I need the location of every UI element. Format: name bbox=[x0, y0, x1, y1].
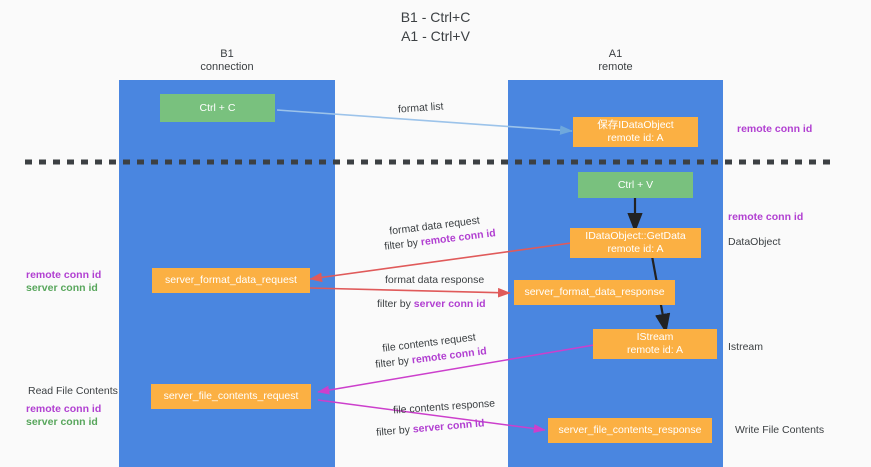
annotation-remote-conn-id-top: remote conn id bbox=[737, 123, 813, 135]
node-idataobject[interactable]: 保存IDataObject remote id: A bbox=[573, 117, 698, 147]
node-server-file-contents-request[interactable]: server_file_contents_request bbox=[151, 384, 311, 409]
annotation-write-file-contents: Write File Contents bbox=[735, 424, 825, 436]
node-server-format-data-response[interactable]: server_format_data_response bbox=[514, 280, 675, 305]
diagram-title: B1 - Ctrl+C A1 - Ctrl+V bbox=[400, 9, 471, 44]
node-server-file-contents-response[interactable]: server_file_contents_response bbox=[548, 418, 712, 443]
edge-format-data-response bbox=[309, 287, 511, 298]
edge-format-data-request bbox=[309, 242, 572, 283]
edge-file-contents-response bbox=[317, 399, 546, 433]
lane-title-b1: B1 connection bbox=[200, 48, 254, 73]
annotation-left-server-conn-id: server conn id bbox=[26, 282, 98, 294]
annotation-dataobject: DataObject bbox=[728, 236, 781, 248]
node-ctrl-v[interactable]: Ctrl + V bbox=[578, 172, 693, 198]
node-idataobject-getdata[interactable]: IDataObject::GetData remote id: A bbox=[570, 228, 701, 258]
edge-label-format-data-response-filter: filter by server conn id bbox=[377, 297, 486, 311]
annotation-remote-conn-id-mid: remote conn id bbox=[728, 211, 804, 223]
filter-key-server-conn-id-1: server conn id bbox=[413, 298, 486, 310]
annotation-read-file-contents: Read File Contents bbox=[28, 385, 118, 397]
node-ctrl-c[interactable]: Ctrl + C bbox=[160, 94, 275, 122]
filter-prefix-2: filter by bbox=[377, 298, 414, 310]
annotation-istream: Istream bbox=[728, 341, 764, 353]
edge-format-list bbox=[276, 109, 573, 135]
edge-label-format-data-response: format data response bbox=[385, 274, 485, 286]
lane-title-a1: A1 remote bbox=[598, 48, 633, 73]
node-istream[interactable]: IStream remote id: A bbox=[593, 329, 717, 359]
annotation-left-remote-conn-id: remote conn id bbox=[26, 269, 102, 281]
annotation-left-server-conn-id-2: server conn id bbox=[26, 416, 98, 428]
node-server-format-data-request[interactable]: server_format_data_request bbox=[152, 268, 310, 293]
edge-file-contents-request bbox=[317, 344, 595, 395]
annotation-left-remote-conn-id-2: remote conn id bbox=[26, 403, 102, 415]
filter-prefix-4: filter by bbox=[375, 423, 414, 439]
